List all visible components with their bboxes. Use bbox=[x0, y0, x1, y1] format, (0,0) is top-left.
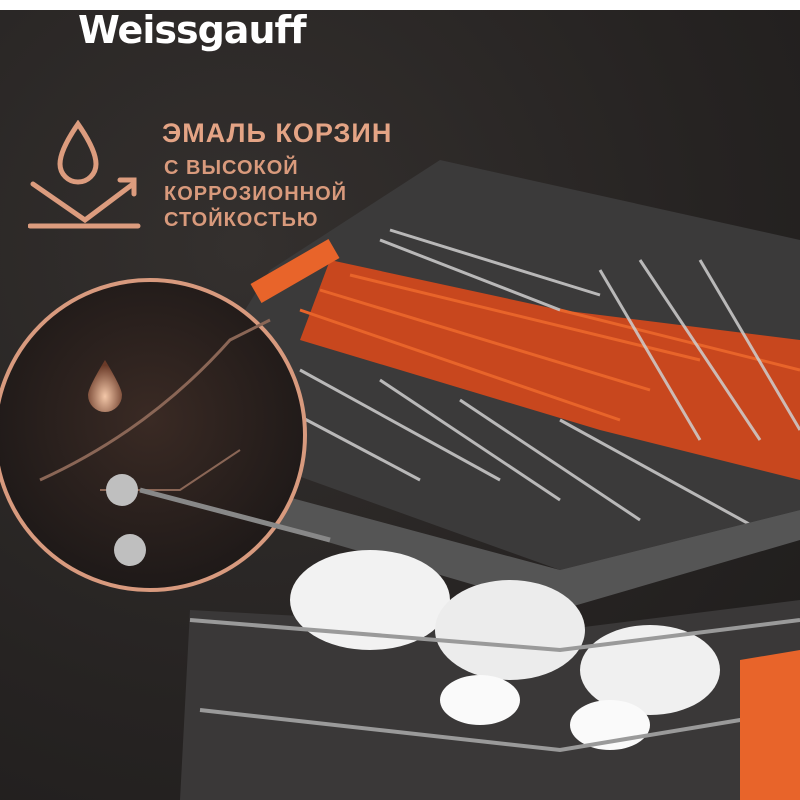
feature-title: ЭМАЛЬ КОРЗИН bbox=[162, 118, 393, 148]
dishwasher-rack-image bbox=[0, 160, 800, 800]
feature-line-1: С ВЫСОКОЙ bbox=[164, 157, 299, 179]
feature-line-3: СТОЙКОСТЬЮ bbox=[164, 209, 319, 231]
feature-line-2: КОРРОЗИОННОЙ bbox=[164, 183, 348, 205]
water-drop-repel-icon bbox=[28, 120, 141, 229]
brand-logo: Weissgauff bbox=[78, 8, 307, 52]
